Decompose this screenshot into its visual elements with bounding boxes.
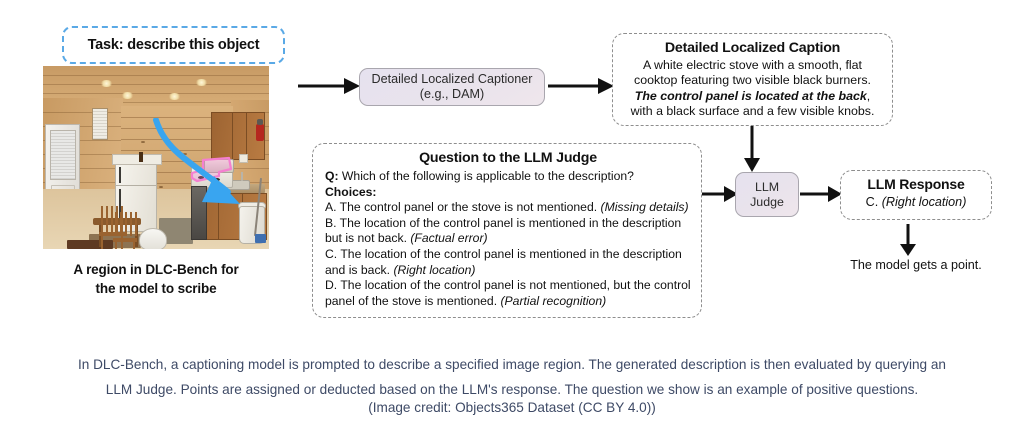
outcome-text: The model gets a point. xyxy=(850,258,982,272)
arrow-judge-to-response xyxy=(800,186,842,202)
llm-response-answer: C. (Right location) xyxy=(841,195,991,209)
task-bubble: Task: describe this object xyxy=(62,26,285,64)
choice-d[interactable]: D. The location of the control panel is … xyxy=(325,278,691,309)
judge-line2: Judge xyxy=(750,194,784,209)
photo-fire-extinguisher xyxy=(256,124,264,141)
choice-b-text: The location of the control panel is men… xyxy=(325,215,682,246)
judge-line1: LLM xyxy=(754,179,780,194)
caption-text-part2: , with a black surface and a few visible… xyxy=(630,88,875,119)
llm-judge-node[interactable]: LLM Judge xyxy=(735,172,799,217)
question-q-label: Q: xyxy=(325,169,339,183)
choice-d-tag: (Partial recognition) xyxy=(500,293,607,308)
choice-c-tag: (Right location) xyxy=(393,262,476,277)
question-prompt: Q: Which of the following is applicable … xyxy=(325,169,691,185)
photo-caption-line1: A region in DLC-Bench for xyxy=(73,262,239,277)
choices-label: Choices: xyxy=(325,184,377,199)
image-credit: (Image credit: Objects365 Dataset (CC BY… xyxy=(368,400,656,415)
arrow-caption-to-judge xyxy=(744,126,760,172)
captioner-line2: (e.g., DAM) xyxy=(419,87,485,101)
arrow-captioner-to-caption xyxy=(548,78,614,94)
stove-region-highlight xyxy=(190,156,233,183)
arrow-image-to-captioner xyxy=(298,78,360,94)
caption-text-part1: A white electric stove with a smooth, fl… xyxy=(634,58,871,88)
captioner-line1: Detailed Localized Captioner xyxy=(371,72,533,86)
figure-caption: In DLC-Bench, a captioning model is prom… xyxy=(0,352,1024,402)
photo-window xyxy=(92,108,108,140)
kitchen-photo xyxy=(43,66,269,249)
choice-a[interactable]: A. The control panel or the stove is not… xyxy=(325,200,691,216)
choice-a-text: The control panel or the stove is not me… xyxy=(336,200,601,215)
detailed-caption-node: Detailed Localized Caption A white elect… xyxy=(612,33,893,126)
photo-shelf-item xyxy=(139,152,143,162)
question-node: Question to the LLM Judge Q: Which of th… xyxy=(312,143,702,318)
task-bubble-label: Task: describe this object xyxy=(87,37,260,53)
photo-rug-front xyxy=(67,240,113,249)
llm-response-answer-tag: (Right location) xyxy=(881,195,967,209)
choice-d-letter: D. xyxy=(325,278,338,293)
choices-label-line: Choices: xyxy=(325,185,691,201)
llm-response-answer-prefix: C. xyxy=(865,195,882,209)
figure-caption-line2: LLM Judge. Points are assigned or deduct… xyxy=(105,382,919,397)
region-photo xyxy=(43,66,269,249)
photo-toilet xyxy=(139,228,167,249)
detailed-caption-title: Detailed Localized Caption xyxy=(664,40,841,56)
choice-c-letter: C. xyxy=(325,246,338,261)
captioner-node[interactable]: Detailed Localized Captioner (e.g., DAM) xyxy=(359,68,545,106)
detailed-caption-body: A white electric stove with a smooth, fl… xyxy=(623,58,882,120)
choice-a-letter: A. xyxy=(325,200,337,215)
llm-response-title: LLM Response xyxy=(867,176,965,192)
choice-c-text: The location of the control panel is men… xyxy=(325,246,682,277)
photo-chair-back-2 xyxy=(115,212,137,236)
photo-outlet xyxy=(239,154,248,163)
choice-d-text: The location of the control panel is not… xyxy=(325,278,691,308)
caption-text-emphasis: The control panel is located at the back xyxy=(634,88,867,103)
choice-c[interactable]: C. The location of the control panel is … xyxy=(325,247,691,278)
photo-caption-line2: the model to scribe xyxy=(95,281,217,296)
llm-response-node: LLM Response C. (Right location) xyxy=(840,170,992,220)
photo-oven-front xyxy=(191,186,207,240)
question-q-text: Which of the following is applicable to … xyxy=(338,169,634,183)
question-title: Question to the LLM Judge xyxy=(419,150,597,166)
choice-b[interactable]: B. The location of the control panel is … xyxy=(325,216,691,247)
choice-a-tag: (Missing details) xyxy=(600,200,689,215)
arrow-response-to-outcome xyxy=(900,224,916,256)
arrow-question-to-judge xyxy=(702,186,738,202)
figure-caption-line1: In DLC-Bench, a captioning model is prom… xyxy=(77,357,946,372)
choice-b-tag: (Factual error) xyxy=(410,231,488,246)
photo-broom xyxy=(255,234,266,243)
choice-b-letter: B. xyxy=(325,215,337,230)
photo-caption: A region in DLC-Bench for the model to s… xyxy=(36,260,276,298)
